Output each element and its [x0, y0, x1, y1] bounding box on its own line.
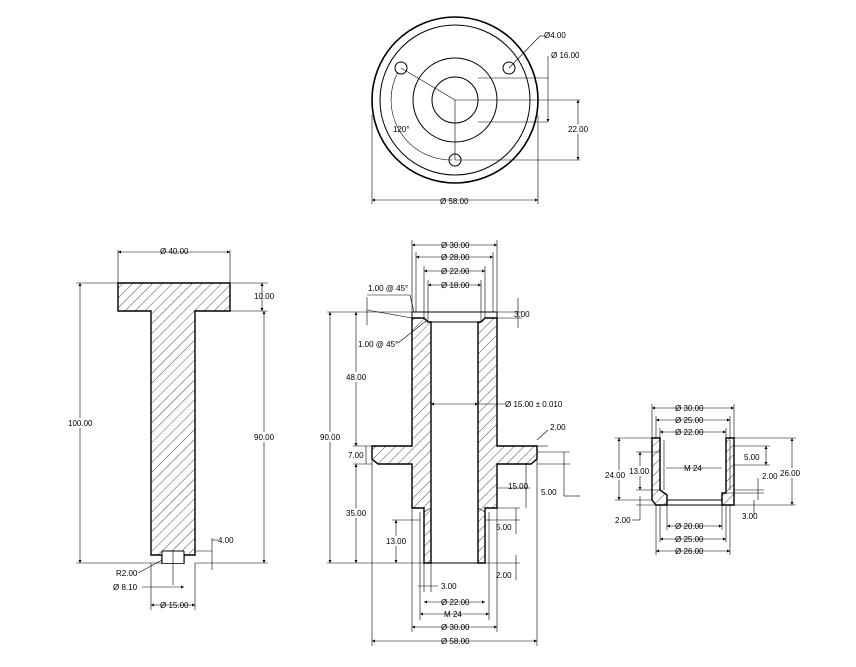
dim-bottom-step: 2.00 — [496, 571, 512, 580]
center-view: Ø 30.00 Ø 28.00 Ø 22.00 Ø 18.00 1.00 @ 4… — [318, 240, 580, 646]
nut-wall-left — [651, 437, 668, 506]
dim-small-gap: 3.00 — [441, 582, 457, 591]
thread-right — [477, 507, 490, 563]
dim-dia22-bottom: Ø 22.00 — [441, 598, 470, 607]
dim-dia22-top: Ø 22.00 — [441, 267, 470, 276]
dim-thread: M 24 — [444, 610, 462, 619]
right-view: Ø 30.00 Ø 25.00 Ø 22.00 13.00 24.00 2.00… — [604, 404, 803, 556]
top-view: Ø4.00 Ø 16.00 120° 22.00 Ø 58.00 — [371, 16, 592, 206]
dim-head-dia: Ø 40.00 — [160, 247, 189, 256]
dim-r-thread-len: 13.00 — [629, 467, 650, 476]
dim-r-dia20: Ø 20.00 — [675, 522, 704, 531]
bolt-hole — [502, 61, 516, 75]
dim-slot-depth: 4.00 — [218, 536, 234, 545]
dim-bore-tol: Ø 15.00 ± 0.010 — [505, 400, 563, 409]
dim-outer-dia: Ø 58.00 — [440, 197, 469, 206]
dim-dia30-bottom: Ø 30.00 — [441, 623, 470, 632]
dim-fillet: R2.00 — [116, 569, 138, 578]
dim-thread-len-left: 13.00 — [386, 537, 407, 546]
dim-dia18: Ø 18.00 — [441, 281, 470, 290]
dim-r-dia25-bottom: Ø 25.00 — [675, 535, 704, 544]
dim-flange-step: 5.00 — [541, 488, 557, 497]
dim-flange-thk: 7.00 — [348, 451, 364, 460]
dim-head-height: 10.00 — [254, 292, 275, 301]
dim-r-step2-right: 2.00 — [762, 472, 778, 481]
dim-upper-len: 48.00 — [346, 373, 367, 382]
dim-stem-height: 90.00 — [254, 433, 275, 442]
bushing-wall-left — [371, 317, 432, 564]
dim-offset: 22.00 — [568, 125, 589, 134]
dim-thread-step: 5.00 — [496, 523, 512, 532]
dim-r-dia30: Ø 30.00 — [675, 404, 704, 413]
angle-arc — [390, 71, 453, 161]
dim-r-thread: M 24 — [684, 464, 702, 473]
dim-r-step2-left: 2.00 — [615, 516, 631, 525]
left-view: Ø 40.00 10.00 100.00 90.00 4.00 R2.00 Ø … — [66, 247, 276, 610]
nut-wall-right — [721, 437, 735, 506]
dim-r-step3: 3.00 — [742, 512, 758, 521]
dim-top-step: 3.00 — [514, 310, 530, 319]
dim-total-len: 90.00 — [320, 433, 341, 442]
dim-chamfer-inner: 1.00 @ 45° — [358, 340, 398, 349]
bolt-hole — [394, 61, 408, 75]
dim-r-dia26: Ø 26.00 — [675, 547, 704, 556]
dim-r-height24: 24.00 — [605, 471, 626, 480]
dim-flange-top: 2.00 — [550, 423, 566, 432]
dim-total-height: 100.00 — [68, 419, 93, 428]
pin-section — [117, 282, 231, 564]
dim-angle: 120° — [393, 125, 410, 134]
thread-left — [419, 507, 432, 563]
dim-dia28: Ø 28.00 — [441, 253, 470, 262]
dim-bore-dia: Ø 16.00 — [551, 51, 580, 60]
dim-r-dia22: Ø 22.00 — [675, 428, 704, 437]
dim-dia58: Ø 58.00 — [441, 637, 470, 646]
dim-lower-len: 35.00 — [346, 509, 367, 518]
dim-thread-len-right: 15.00 — [508, 482, 529, 491]
dim-slot-dia: Ø 8.10 — [113, 583, 138, 592]
dim-r-height26: 26.00 — [780, 469, 801, 478]
dim-chamfer-top: 1.00 @ 45° — [368, 284, 408, 293]
dim-r-step5: 5.00 — [744, 453, 760, 462]
dim-stem-dia: Ø 15.00 — [160, 601, 189, 610]
dim-r-dia25-top: Ø 25.00 — [675, 416, 704, 425]
dim-hole-dia: Ø4.00 — [544, 31, 566, 40]
dim-dia30-top: Ø 30.00 — [441, 241, 470, 250]
